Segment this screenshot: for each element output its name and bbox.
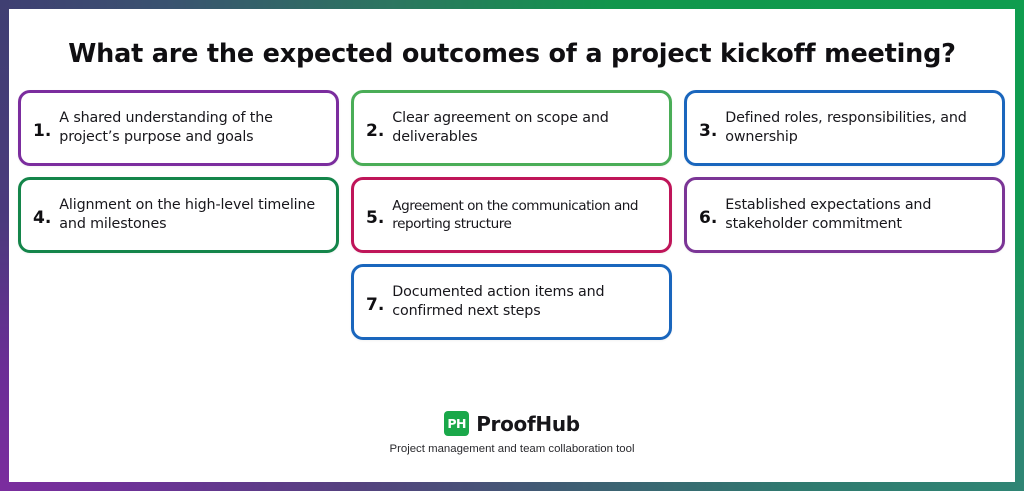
outcome-card-4: 4. Alignment on the high-level timeline …: [18, 177, 339, 253]
frame-top-edge: [0, 0, 1024, 9]
outcome-text-3: Defined roles, responsibilities, and own…: [725, 109, 967, 145]
outcomes-card-grid: 1. A shared understanding of the project…: [18, 90, 1006, 340]
page-title: What are the expected outcomes of a proj…: [68, 39, 956, 69]
outcome-number-5: 5.: [366, 208, 385, 228]
outcome-number-4: 4.: [33, 208, 52, 228]
outcome-text-7: Documented action items and confirmed ne…: [392, 283, 605, 319]
outcome-number-3: 3.: [699, 121, 718, 141]
outcome-text-5: Agreement on the communication and repor…: [392, 197, 639, 232]
outcome-card-2: 2. Clear agreement on scope and delivera…: [351, 90, 672, 166]
frame-right-edge: [1015, 0, 1024, 491]
outcome-card-5: 5. Agreement on the communication and re…: [351, 177, 672, 253]
outcome-card-7: 7. Documented action items and confirmed…: [351, 264, 672, 340]
outcome-text-4: Alignment on the high-level timeline and…: [59, 196, 316, 232]
outcome-card-3: 3. Defined roles, responsibilities, and …: [684, 90, 1005, 166]
outcome-text-1: A shared understanding of the project’s …: [59, 109, 273, 145]
footer: PH ProofHub Project management and team …: [9, 411, 1015, 455]
brand-name: ProofHub: [476, 411, 580, 436]
frame-left-edge: [0, 0, 9, 491]
outcome-text-2: Clear agreement on scope and deliverable…: [392, 109, 609, 145]
outcome-number-6: 6.: [699, 208, 718, 228]
outcome-card-1: 1. A shared understanding of the project…: [18, 90, 339, 166]
outcome-card-6: 6. Established expectations and stakehol…: [684, 177, 1005, 253]
outcome-number-2: 2.: [366, 121, 385, 141]
outcome-number-1: 1.: [33, 121, 52, 141]
outcome-text-6: Established expectations and stakeholder…: [725, 196, 932, 232]
proofhub-mark-icon: PH: [444, 411, 470, 436]
proofhub-logo: PH ProofHub: [444, 411, 580, 436]
frame-bottom-edge: [0, 482, 1024, 491]
brand-tagline: Project management and team collaboratio…: [389, 443, 635, 455]
outcome-number-7: 7.: [366, 295, 385, 315]
